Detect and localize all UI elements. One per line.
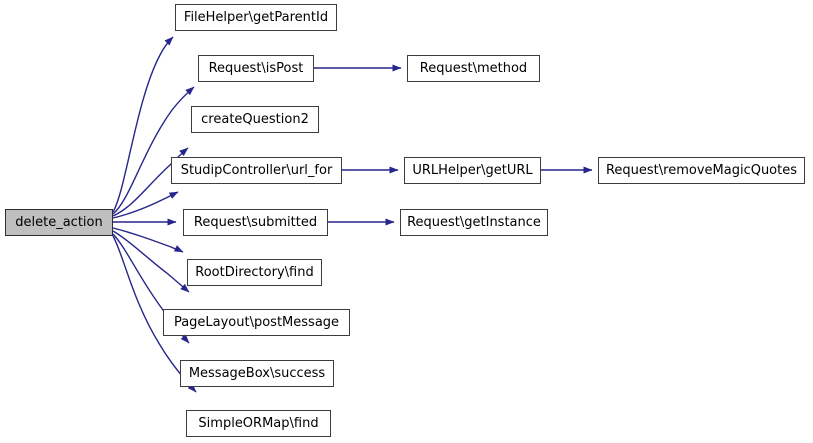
call-edge (112, 147, 189, 217)
graph-node-filehelper_getparentid[interactable]: FileHelper\getParentId (175, 4, 337, 31)
graph-node-label: Request\isPost (208, 61, 304, 76)
call-edge (112, 230, 190, 293)
call-edge (112, 86, 195, 215)
graph-node-createquestion2[interactable]: createQuestion2 (191, 106, 319, 133)
graph-node-label: delete_action (15, 215, 103, 230)
graph-node-request_submitted[interactable]: Request\submitted (183, 209, 328, 236)
graph-node-label: Request\getInstance (407, 215, 541, 230)
graph-node-request_ispost[interactable]: Request\isPost (198, 55, 314, 82)
call-edge (112, 227, 184, 253)
graph-node-rootdirectory_find[interactable]: RootDirectory\find (187, 259, 322, 286)
graph-node-request_method[interactable]: Request\method (407, 55, 540, 82)
graph-node-label: Request\method (419, 61, 528, 76)
graph-node-label: createQuestion2 (201, 112, 309, 127)
graph-node-request_removemagicquotes[interactable]: Request\removeMagicQuotes (598, 157, 805, 184)
graph-node-urlhelper_geturl[interactable]: URLHelper\getURL (404, 157, 541, 184)
graph-node-pagelayout_postmessage[interactable]: PageLayout\postMessage (163, 309, 350, 336)
graph-node-label: FileHelper\getParentId (183, 10, 329, 25)
graph-node-label: StudipController\url_for (180, 163, 333, 178)
graph-node-label: URLHelper\getURL (412, 163, 533, 178)
graph-node-simpleormap_find[interactable]: SimpleORMap\find (186, 410, 331, 437)
graph-node-label: PageLayout\postMessage (173, 315, 340, 330)
graph-node-request_getinstance[interactable]: Request\getInstance (400, 209, 548, 236)
graph-node-label: SimpleORMap\find (198, 416, 319, 431)
graph-node-messagebox_success[interactable]: MessageBox\success (180, 360, 334, 387)
graph-node-label: MessageBox\success (188, 366, 326, 381)
graph-node-delete_action[interactable]: delete_action (5, 209, 113, 236)
call-edge (112, 191, 179, 219)
graph-node-label: Request\submitted (193, 215, 318, 230)
graph-node-studipcontroller_url_for[interactable]: StudipController\url_for (171, 157, 342, 184)
graph-node-label: Request\removeMagicQuotes (605, 163, 798, 178)
call-edge (112, 36, 174, 213)
graph-node-label: RootDirectory\find (195, 265, 314, 280)
